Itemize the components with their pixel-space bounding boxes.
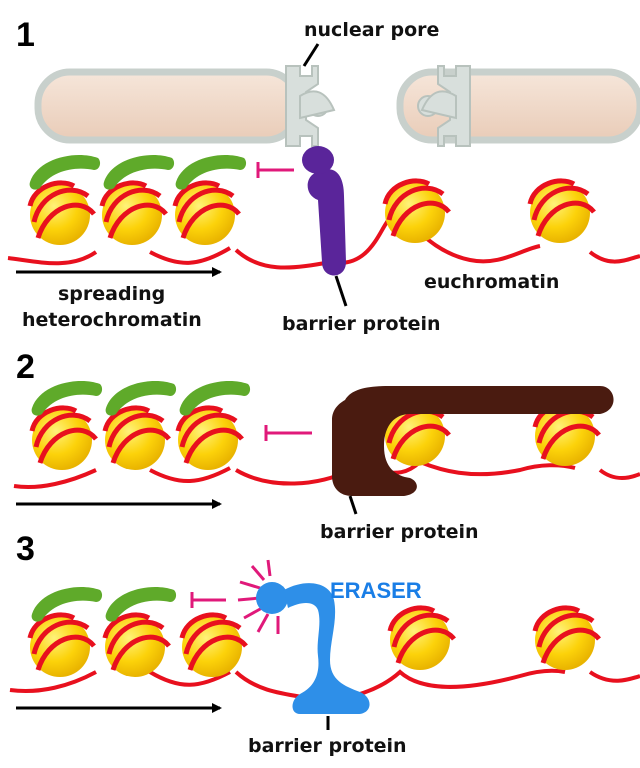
- heterochromatin-cap: [105, 381, 177, 416]
- nucleosome: [99, 180, 168, 245]
- panel-number-2: 2: [16, 348, 35, 386]
- nucleosome: [27, 612, 96, 677]
- heterochromatin-cap: [31, 587, 103, 622]
- label-spreading: spreading: [58, 283, 165, 305]
- inhibition-symbol: [256, 162, 294, 178]
- panel-number-1: 1: [16, 16, 35, 54]
- label-heterochromatin: heterochromatin: [22, 309, 202, 331]
- nucleosome: [172, 180, 241, 245]
- panel-3: 3: [9, 530, 640, 757]
- panel-number-3: 3: [16, 530, 35, 568]
- panel-2: 2 bar: [13, 348, 640, 543]
- nuclear-pore-pointer: [302, 43, 320, 67]
- label-nuclear-pore: nuclear pore: [304, 19, 439, 41]
- nucleosome: [102, 612, 171, 677]
- nucleosome: [532, 605, 601, 670]
- barrier-protein-purple: [302, 146, 346, 276]
- nuclear-membrane-left: [34, 68, 302, 144]
- heterochromatin-cap: [29, 155, 101, 190]
- label-euchromatin: euchromatin: [424, 271, 559, 293]
- label-barrier-protein-3: barrier protein: [248, 735, 407, 757]
- nucleosome: [29, 405, 98, 470]
- nucleosome: [179, 612, 248, 677]
- barrier-pointer-1: [334, 275, 348, 307]
- label-barrier-protein-2: barrier protein: [320, 521, 479, 543]
- heterochromatin-cap: [175, 155, 247, 190]
- panel-1: 1 nuclear pore: [7, 16, 640, 335]
- nucleosome: [387, 605, 456, 670]
- barrier-pointer-2: [348, 495, 358, 515]
- nucleosome: [382, 178, 451, 243]
- pore-complex-left: [285, 65, 336, 147]
- dna-strand-2: [13, 459, 640, 490]
- label-barrier-protein-1: barrier protein: [282, 313, 441, 335]
- dna-strand-1: [7, 212, 640, 270]
- nuclear-envelope: [34, 65, 640, 147]
- nucleosome: [527, 178, 596, 243]
- pore-complex-right: [417, 65, 471, 147]
- inhibition-symbol: [264, 425, 312, 441]
- inhibition-symbol: [190, 592, 226, 608]
- nucleosome: [175, 405, 244, 470]
- label-eraser: ERASER: [330, 578, 422, 603]
- barrier-protein-brown: [332, 386, 614, 496]
- barrier-protein-blue: [256, 582, 370, 714]
- dna-strand-3: [9, 668, 640, 703]
- heterochromatin-cap: [105, 587, 177, 622]
- nucleosome: [102, 405, 171, 470]
- nucleosome: [27, 180, 96, 245]
- heterochromatin-cap: [31, 381, 103, 416]
- heterochromatin-cap: [179, 381, 251, 416]
- heterochromatin-cap: [103, 155, 175, 190]
